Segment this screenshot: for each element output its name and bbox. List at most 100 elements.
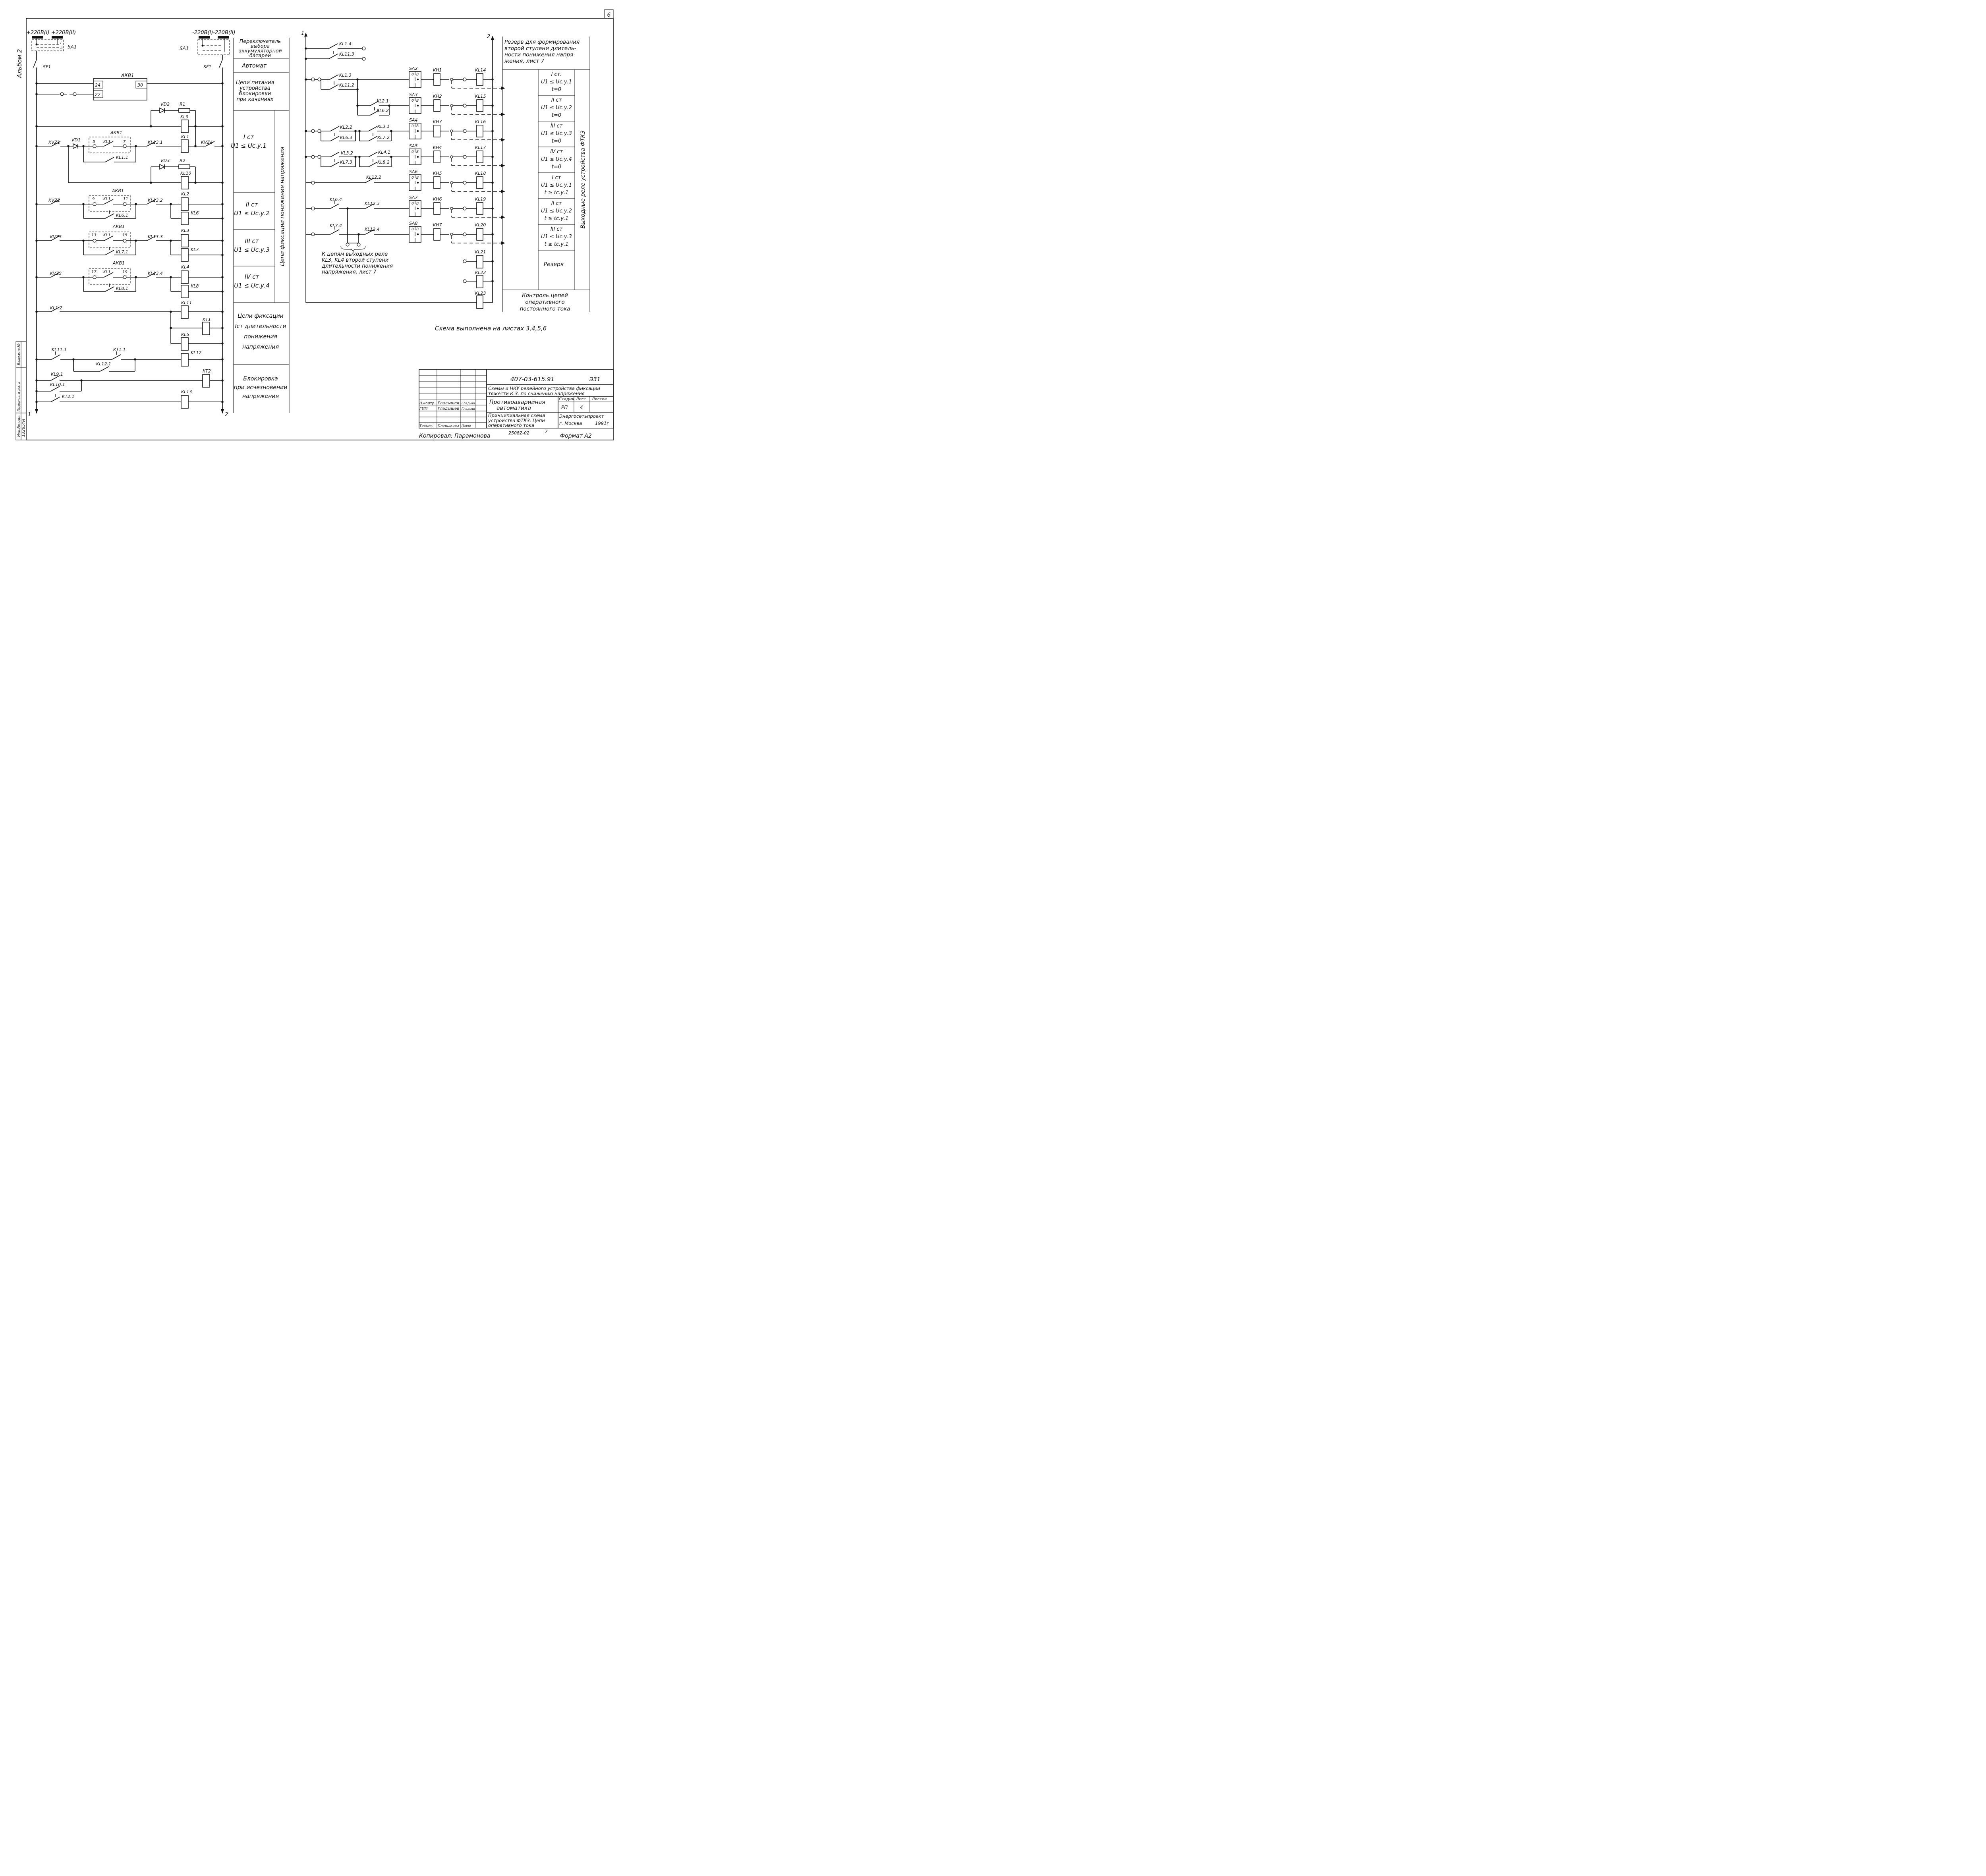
reserve-top-line: Резерв для формирования: [504, 39, 580, 45]
sheets-note: Схема выполнена на листах 3,4,5,6: [435, 325, 547, 332]
vd1-label: VD1: [71, 137, 81, 143]
akb1-t30: 30: [137, 83, 143, 88]
kl7-3-label: KL7.3: [340, 160, 352, 165]
control-line: постоянного тока: [520, 306, 570, 312]
kh-label: KH1: [433, 68, 442, 73]
kl11-3-label: KL11.3: [339, 52, 354, 57]
kl1-label: KL1: [181, 134, 189, 139]
title-block-text: 407-03-615.91 Э31 Схемы и НКУ релейного …: [419, 376, 609, 428]
kl-output-label: KL17: [475, 145, 486, 150]
output-stage-line: U1 ≤ Uс.у.4: [541, 156, 572, 162]
sa-pos-0: 0: [411, 150, 414, 154]
power-circuits-line: при качаниях: [236, 97, 274, 102]
g3-t15: 15: [122, 233, 128, 237]
supply-plus-label: +220В(I) +220В(II): [26, 30, 76, 36]
kl12-label: KL12: [191, 350, 201, 355]
sa-label: SA8: [409, 221, 418, 226]
sw-pos-II: II: [60, 46, 63, 50]
format-label: Формат А2: [560, 433, 592, 439]
kvz1-label: KVZ1: [48, 140, 60, 145]
sheet-title-3: оперативного тока: [488, 423, 534, 428]
akb1-t22: 22: [95, 92, 100, 97]
title-block: [419, 369, 614, 428]
kl2-label: KL2: [181, 191, 189, 197]
sw-pos-I: I: [60, 41, 62, 45]
note-line: К цепям выходных реле: [322, 251, 388, 257]
role-nkontr: Н.контр: [419, 401, 435, 405]
power-circuits-line: устройства: [239, 85, 270, 91]
sa-label: SA3: [409, 92, 418, 97]
kl13-4-label: KL13.4: [148, 271, 163, 276]
kvz2-label: KVZ2: [48, 198, 60, 203]
kl-output-label: KL18: [475, 171, 486, 176]
kl8-2-label: KL8.2: [377, 160, 390, 165]
kl12-2-label: KL12.2: [366, 175, 381, 180]
section-line-2: автоматика: [496, 405, 531, 411]
kl2-1-label: KL2.1: [377, 98, 389, 104]
kl11-label: KL11: [181, 300, 192, 305]
g3-kl1: KL1: [103, 233, 111, 237]
supply-minus-label: -220В(I)-220В(II): [192, 30, 236, 36]
g2-t11: 11: [123, 197, 128, 201]
kl13-1-label: KL13.1: [148, 140, 163, 145]
kl-output-label: KL20: [475, 222, 486, 228]
kl7-4-label: KL7.4: [330, 223, 342, 228]
kl12-3-label: KL12.3: [365, 201, 380, 206]
kl6-label: KL6: [191, 210, 199, 216]
r2-label: R2: [180, 158, 185, 163]
sa-pos-v: В: [416, 202, 419, 206]
reserve-cell: Резерв: [544, 261, 564, 268]
reserve-top-line: второй ступени длитель-: [504, 45, 576, 52]
stage-2-line: U1 ≤ Uс.у.2: [234, 210, 270, 217]
left-description-text: Переключательвыборааккумуляторнойбатареи…: [231, 38, 287, 400]
akb1-group3-label: АКВ1: [112, 224, 125, 229]
vertical-output-label: Выходные реле устройства ФТКЗ: [580, 130, 586, 228]
output-stage-line: U1 ≤ Uс.у.2: [541, 208, 572, 214]
left-bus-2: 2: [225, 412, 228, 418]
name-tech: Плешакова: [438, 424, 459, 428]
stage-3-line: U1 ≤ Uс.у.3: [234, 246, 270, 253]
kl13-3-label: KL13.3: [148, 234, 163, 239]
kl9-label: KL9: [180, 114, 188, 120]
power-circuits-line: Цепи питания: [236, 80, 274, 86]
note-line: напряжения, лист 7: [322, 269, 377, 275]
kl11-2-label: KL11.2: [339, 83, 354, 88]
schematic-drawing: 6 Альбом 2 Инв.№подл. 13285тм Подпись и …: [15, 9, 614, 440]
sheet-value: 4: [580, 405, 583, 410]
output-stage-line: III ст: [551, 123, 563, 129]
kvz3-label: KVZ3: [50, 271, 62, 276]
fixation-1st-line: напряжения: [242, 344, 279, 350]
name-gip: Гладышев: [438, 407, 459, 411]
sa-label: SA7: [409, 195, 418, 200]
output-stage-line: t ≥ tс.у.1: [545, 190, 569, 196]
sa-pos-v: В: [416, 150, 419, 154]
stage-row-4: [35, 268, 224, 298]
kt1-1-label: KT1.1: [113, 347, 126, 352]
sa-label: SA5: [409, 143, 418, 149]
kl4-1-label: KL4.1: [378, 150, 390, 155]
kl-output-label: KL14: [475, 68, 486, 73]
sheet-header: Лист: [576, 397, 587, 401]
output-stage-line: U1 ≤ Uс.у.1: [541, 182, 572, 188]
sa-pos-0: 0: [411, 228, 414, 232]
kl3-2-label: KL3.2: [341, 151, 353, 156]
akb1-t24: 24: [95, 83, 100, 88]
kh-label: KH7: [433, 222, 442, 228]
battery-selector-line: Переключатель: [240, 38, 281, 44]
fixation-1st-line: Цепи фиксации: [238, 313, 284, 319]
kt2-1-label: KT2.1: [62, 394, 74, 399]
kl1-4-label: KL1.4: [339, 41, 352, 46]
sa-label: SA6: [409, 169, 418, 174]
sa-label: SA4: [409, 118, 418, 123]
sa-pos-v: В: [416, 73, 419, 77]
sa-pos-v: В: [416, 124, 419, 128]
sa-pos-v: В: [416, 176, 419, 180]
kl3-label: KL3: [181, 228, 189, 233]
kl-output-label: KL16: [475, 119, 486, 124]
stamp-title-1: Схемы и НКУ релейного устройства фиксаци…: [488, 386, 601, 391]
